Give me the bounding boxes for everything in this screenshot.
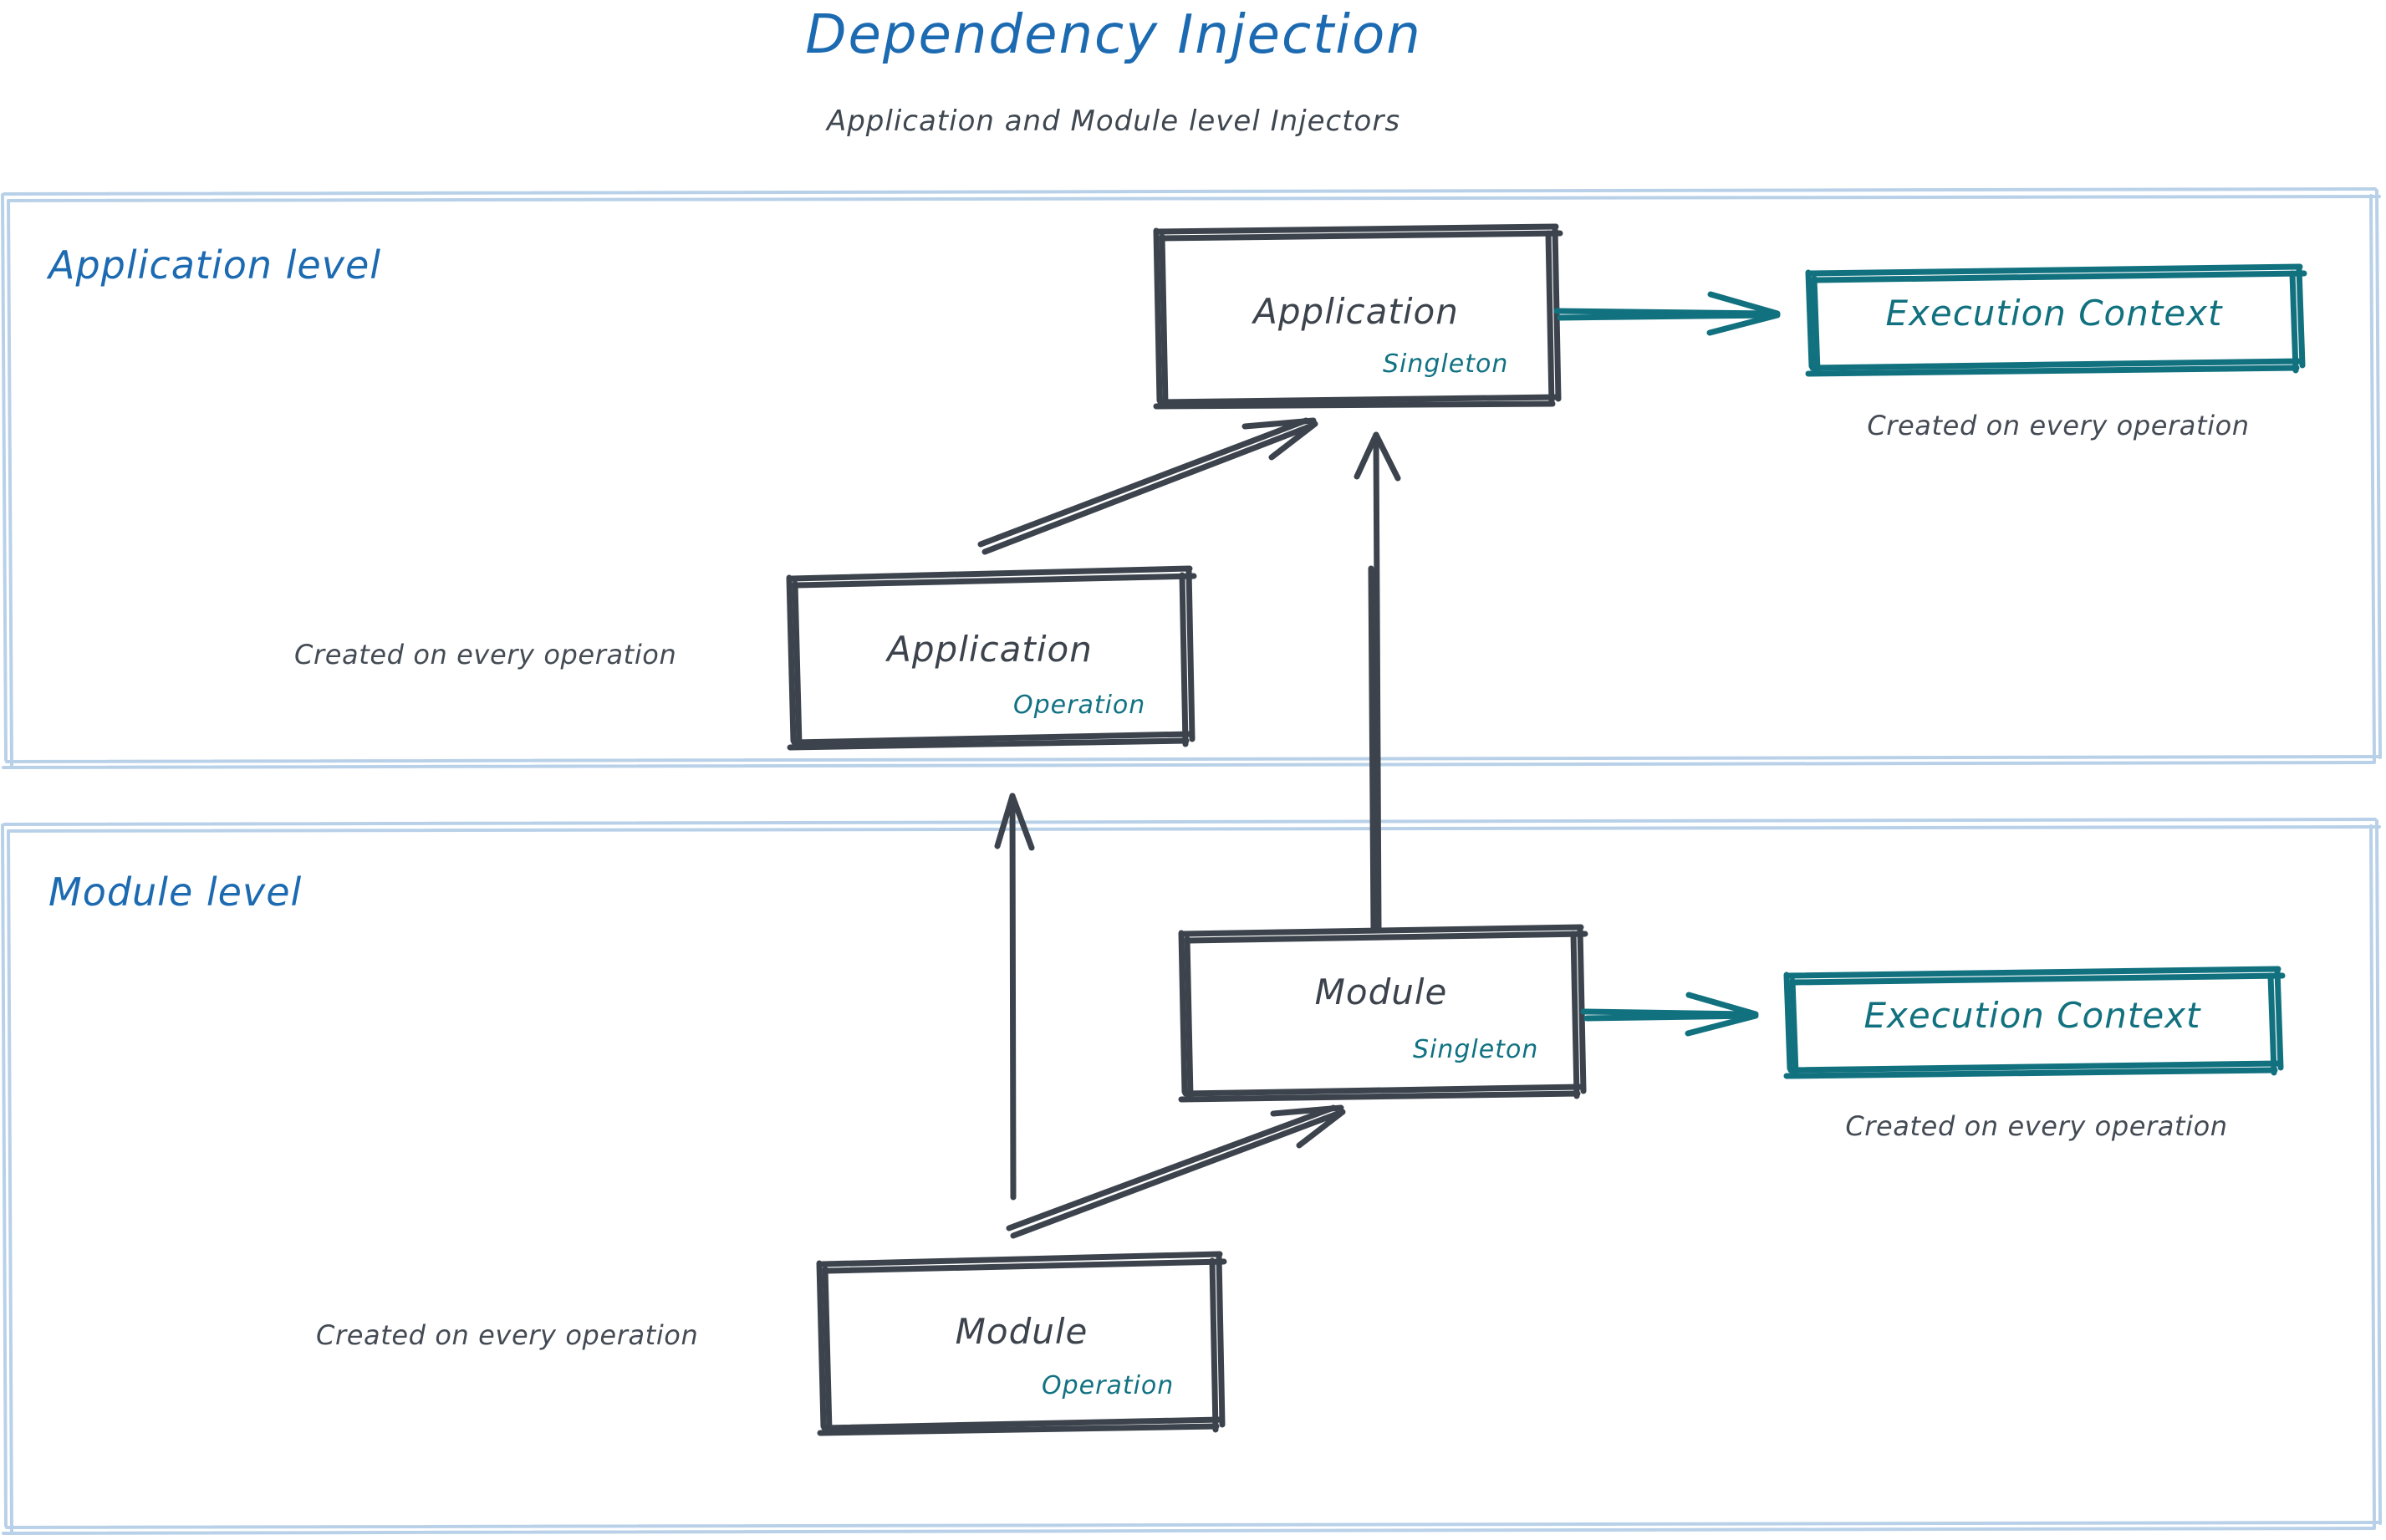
arrow-module-singleton-to-execution-context	[1580, 992, 1759, 1037]
container-module-level-frame	[1, 818, 2382, 1535]
node-title-module-operation: Module	[955, 1311, 1088, 1352]
arrow-module-operation-to-application-level	[994, 793, 1035, 1201]
node-title-module-singleton: Module	[1314, 971, 1448, 1012]
execution-context-caption-application: Created on every operation	[1867, 410, 2250, 441]
execution-context-title-application: Execution Context	[1885, 293, 2223, 334]
node-title-application-singleton: Application	[1253, 291, 1459, 332]
arrow-application-operation-to-singleton	[977, 417, 1318, 555]
execution-context-caption-module: Created on every operation	[1845, 1110, 2228, 1142]
arrow-module-singleton-to-application-singleton	[1354, 431, 1401, 933]
node-box-module-singleton	[1178, 924, 1588, 1103]
node-scope-application-singleton: Singleton	[1383, 349, 1509, 379]
arrow-module-operation-to-module-singleton	[1006, 1104, 1346, 1239]
node-title-application-operation: Application	[887, 629, 1093, 670]
node-scope-module-singleton: Singleton	[1413, 1035, 1539, 1064]
caption-module-operation: Created on every operation	[316, 1319, 699, 1351]
container-label-module-level: Module level	[48, 869, 303, 915]
node-scope-module-operation: Operation	[1042, 1371, 1175, 1400]
page-subtitle: Application and Module level Injectors	[826, 105, 1401, 138]
execution-context-title-module: Execution Context	[1863, 995, 2201, 1036]
arrow-application-singleton-to-execution-context	[1553, 291, 1781, 336]
page-title: Dependency Injection	[805, 4, 1422, 66]
caption-application-operation: Created on every operation	[294, 639, 677, 671]
node-scope-application-operation: Operation	[1013, 691, 1146, 720]
container-label-application-level: Application level	[48, 242, 382, 288]
